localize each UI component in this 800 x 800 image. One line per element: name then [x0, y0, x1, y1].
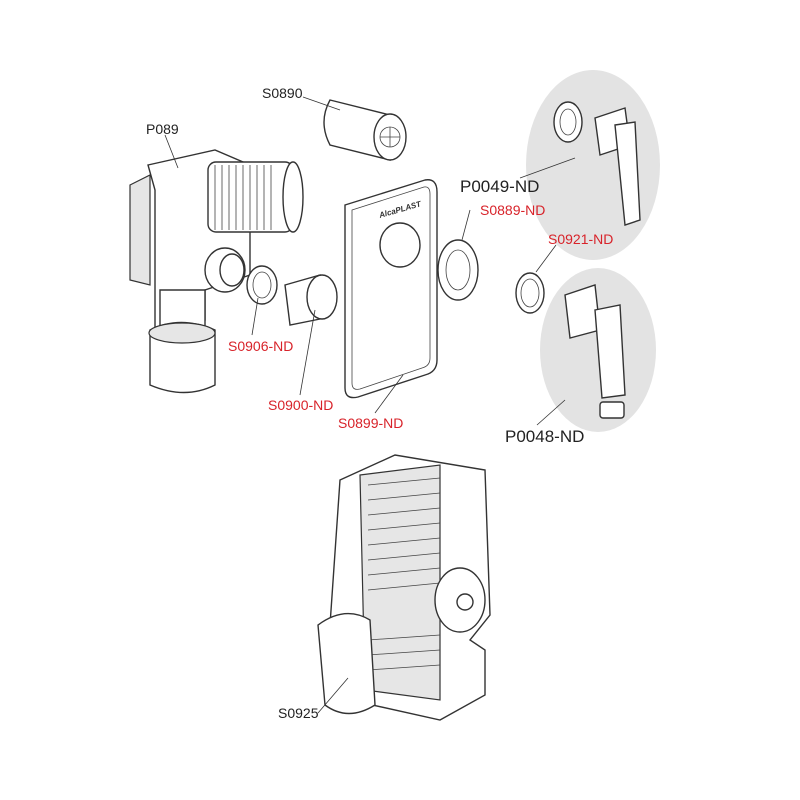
wall-box-s0925	[317, 454, 491, 721]
label-s0890: S0890	[262, 85, 303, 101]
label-p0049-nd: P0049-ND	[460, 177, 539, 196]
washer-s0921	[515, 272, 545, 314]
label-s0899-nd: S0899-ND	[338, 415, 403, 431]
label-s0889-nd: S0889-ND	[480, 202, 545, 218]
siphon-body-p089	[129, 149, 304, 394]
nut-s0900	[284, 274, 338, 326]
nut-s0889	[437, 239, 479, 301]
label-s0906-nd: S0906-ND	[228, 338, 293, 354]
hose-elbow-p0049	[553, 101, 641, 226]
label-s0900-nd: S0900-ND	[268, 397, 333, 413]
label-p0048-nd: P0048-ND	[505, 427, 584, 446]
label-p089: P089	[146, 121, 179, 137]
washer-s0906	[246, 265, 278, 305]
hose-elbow-p0048	[564, 284, 626, 419]
leader-lines	[164, 96, 576, 714]
cover-plate-s0899: AlcaPLAST	[344, 179, 438, 399]
label-s0925: S0925	[278, 705, 319, 721]
label-s0921-nd: S0921-ND	[548, 231, 613, 247]
cap-s0890	[323, 99, 407, 161]
